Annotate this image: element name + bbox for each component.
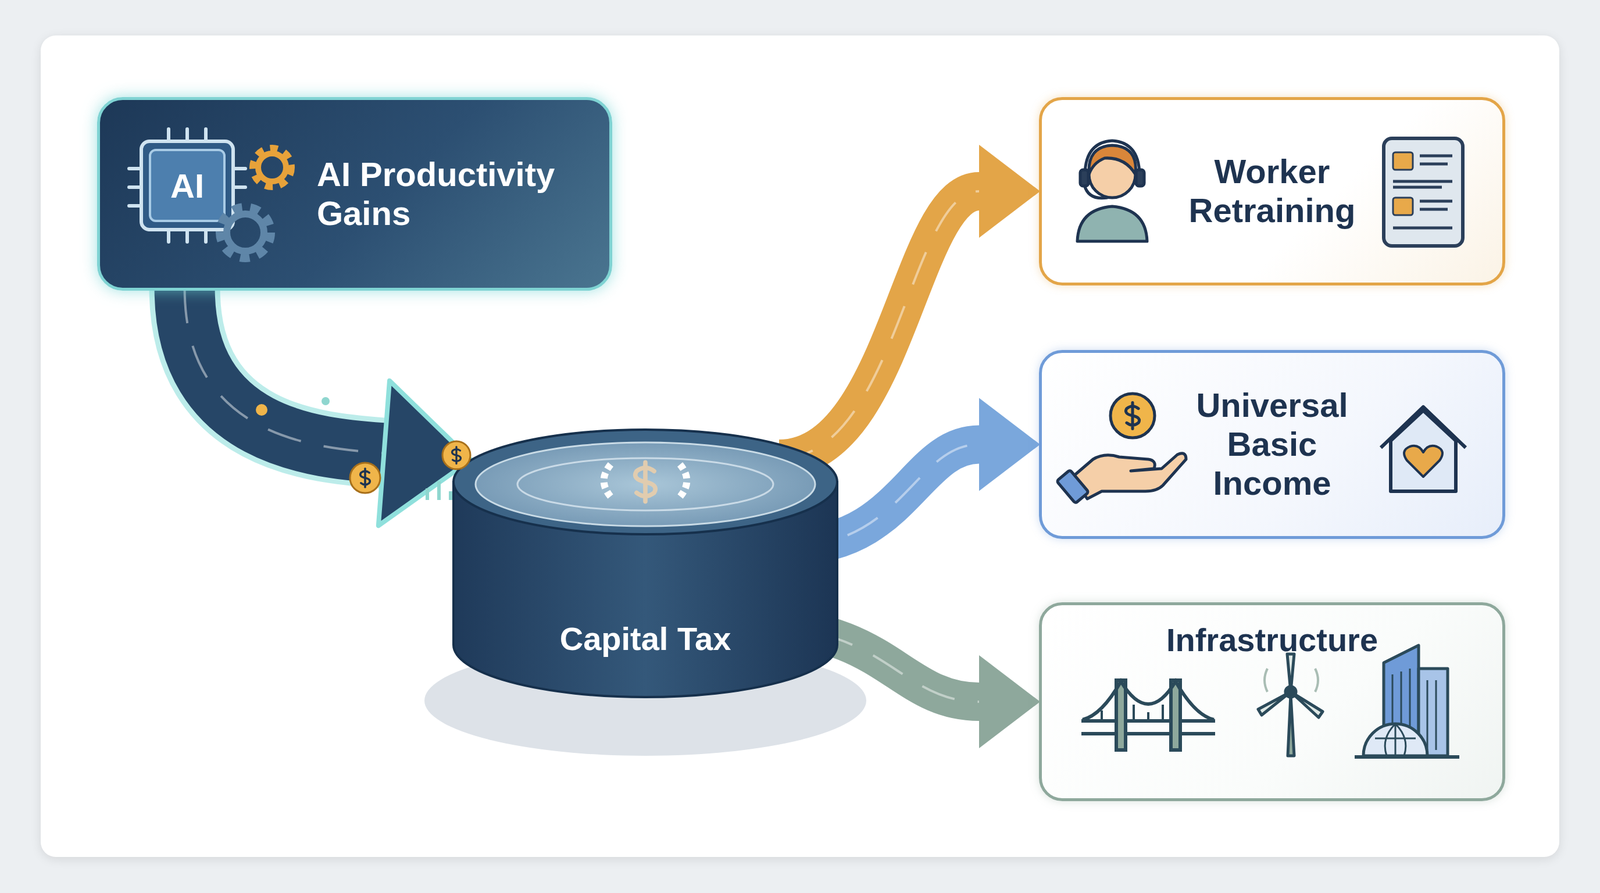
node-label: Universal Basic Income bbox=[1164, 386, 1380, 503]
arrow-highlight bbox=[779, 191, 980, 459]
coin-icon bbox=[255, 397, 471, 500]
hand-coin-icon bbox=[1056, 393, 1187, 504]
wind-turbine-icon bbox=[1258, 654, 1323, 756]
arrow-head bbox=[979, 398, 1041, 492]
flow-arrow bbox=[184, 288, 471, 526]
chip-label: AI bbox=[170, 166, 205, 206]
buildings-icon bbox=[1354, 645, 1460, 757]
cylinder-shape bbox=[451, 428, 839, 702]
tax-cylinder: Capital Tax bbox=[451, 428, 839, 702]
tablet-icon bbox=[1383, 138, 1463, 246]
bridge-icon bbox=[1081, 680, 1216, 750]
gear-icon bbox=[222, 150, 290, 256]
arrow-head bbox=[979, 144, 1041, 238]
arrow-head bbox=[979, 655, 1041, 749]
arrow-shaft bbox=[779, 191, 980, 459]
house-icon bbox=[1380, 406, 1466, 492]
arrow-glow bbox=[184, 288, 385, 453]
node-label: Infrastructure bbox=[1166, 621, 1378, 659]
node-label: AI Productivity Gains bbox=[316, 155, 562, 233]
node-label: Capital Tax bbox=[559, 620, 732, 658]
arrow-highlight bbox=[184, 288, 385, 453]
label-holder: AI bbox=[141, 141, 234, 230]
worker-icon bbox=[1077, 140, 1148, 242]
node-label: Worker Retraining bbox=[1164, 152, 1380, 230]
flow-arrow bbox=[779, 144, 1041, 459]
arrow-shaft bbox=[184, 288, 385, 453]
